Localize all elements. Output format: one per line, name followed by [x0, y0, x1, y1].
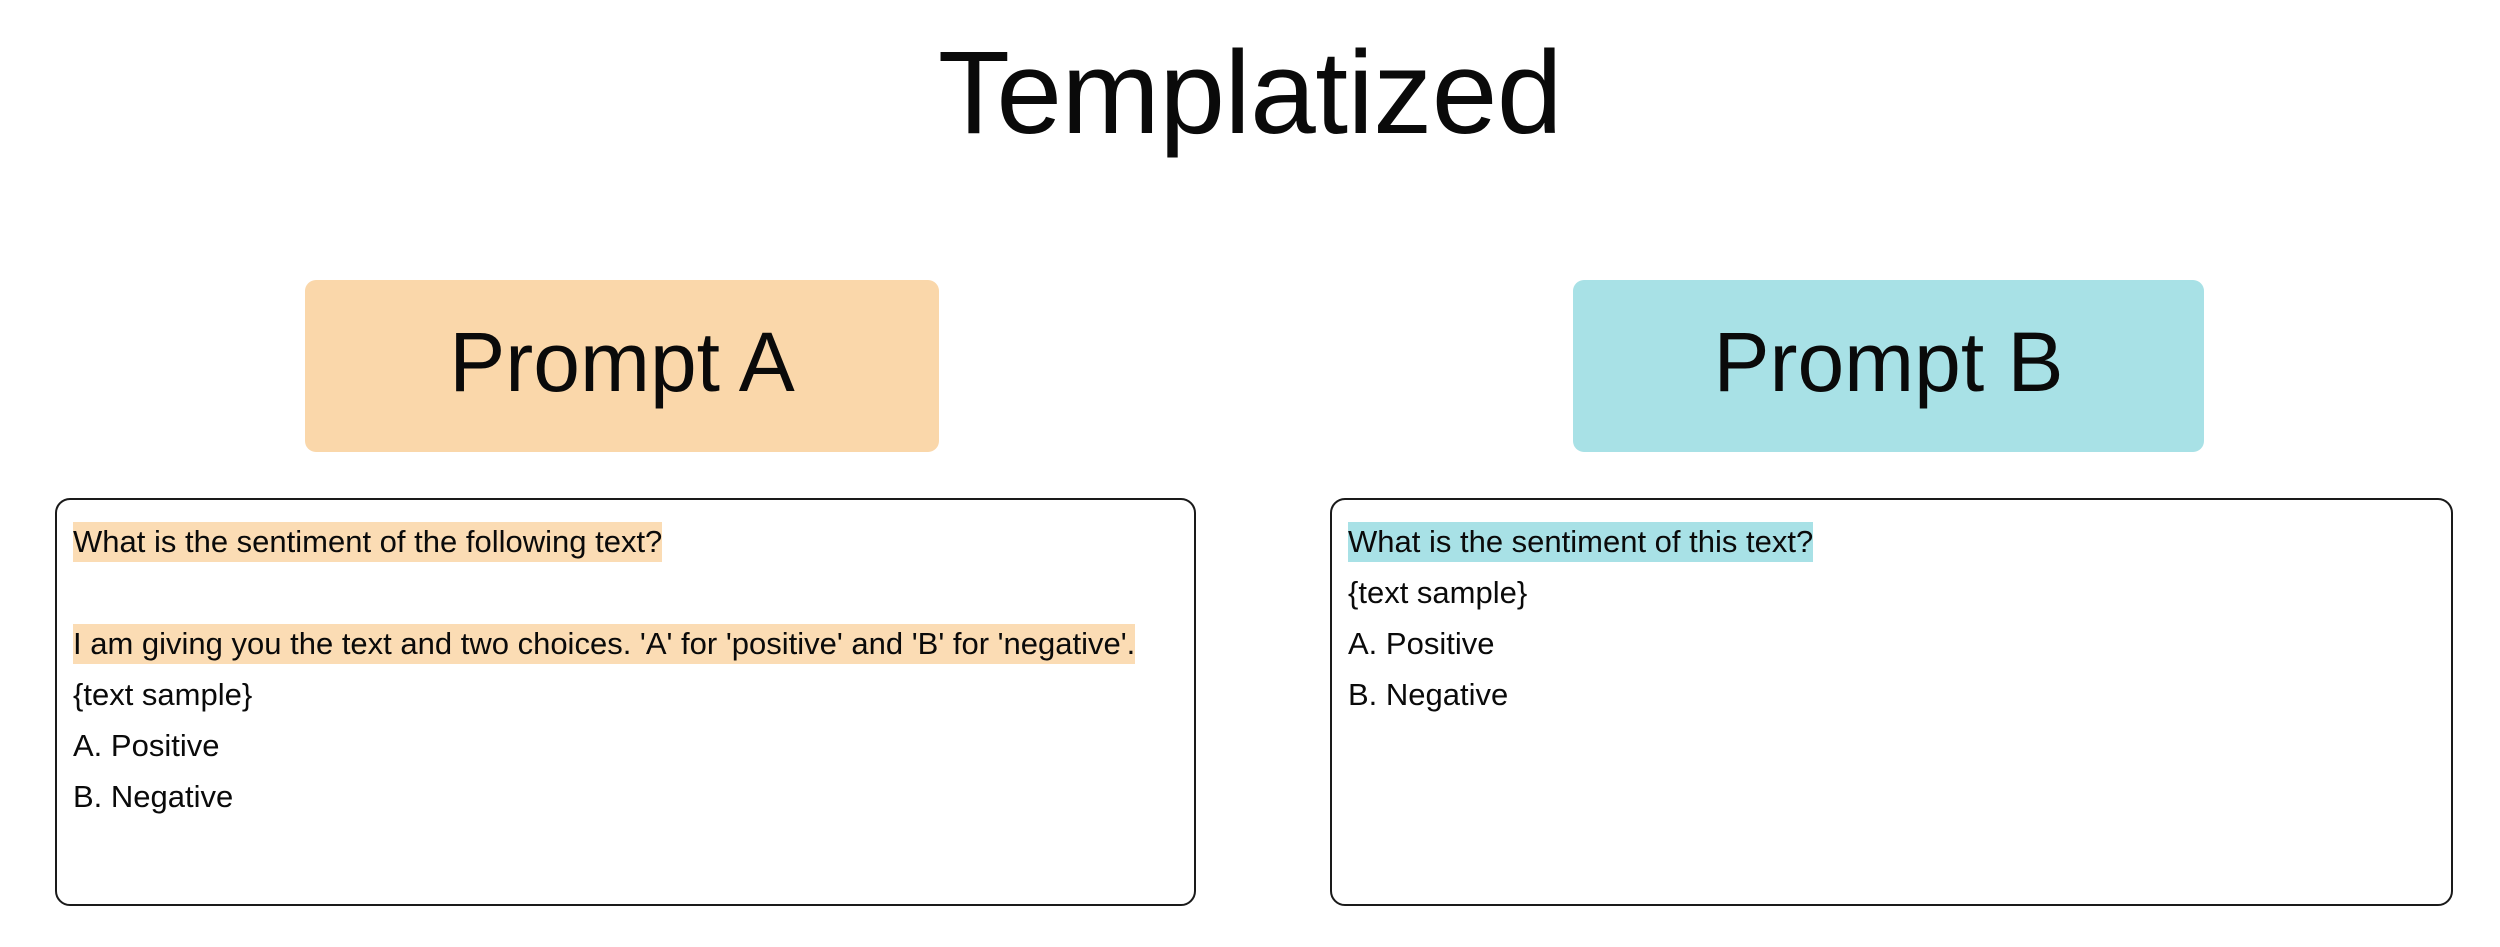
prompt-line: A. Positive [73, 728, 220, 763]
prompt-line: A. Positive [1348, 626, 1495, 661]
prompt-line: What is the sentiment of this text? [1348, 516, 2433, 567]
page-title: Templatized [937, 27, 1563, 159]
prompt-line-highlight: I am giving you the text and two choices… [73, 624, 1136, 664]
prompt-a-lines: What is the sentiment of the following t… [73, 516, 1176, 822]
prompt-line [73, 567, 1176, 618]
prompt-b-badge: Prompt B [1573, 280, 2204, 452]
prompt-a-badge-label: Prompt A [449, 315, 795, 409]
prompt-b-text-box: What is the sentiment of this text? {text… [1330, 498, 2453, 906]
prompt-b-badge-label: Prompt B [1713, 315, 2064, 409]
prompt-line: What is the sentiment of the following t… [73, 516, 1176, 567]
prompt-line: B. Negative [73, 779, 234, 814]
prompt-line-highlight: What is the sentiment of this text? [1348, 522, 1814, 562]
prompt-a-badge: Prompt A [305, 280, 939, 452]
prompt-line: {text sample} [73, 677, 253, 712]
prompt-line-highlight: What is the sentiment of the following t… [73, 522, 663, 562]
prompt-a-text-box: What is the sentiment of the following t… [55, 498, 1196, 906]
prompt-b-lines: What is the sentiment of this text? {text… [1348, 516, 2433, 720]
prompt-line: B. Negative [1348, 677, 1509, 712]
prompt-line: I am giving you the text and two choices… [73, 618, 1176, 669]
prompt-line: {text sample} [1348, 575, 1528, 610]
